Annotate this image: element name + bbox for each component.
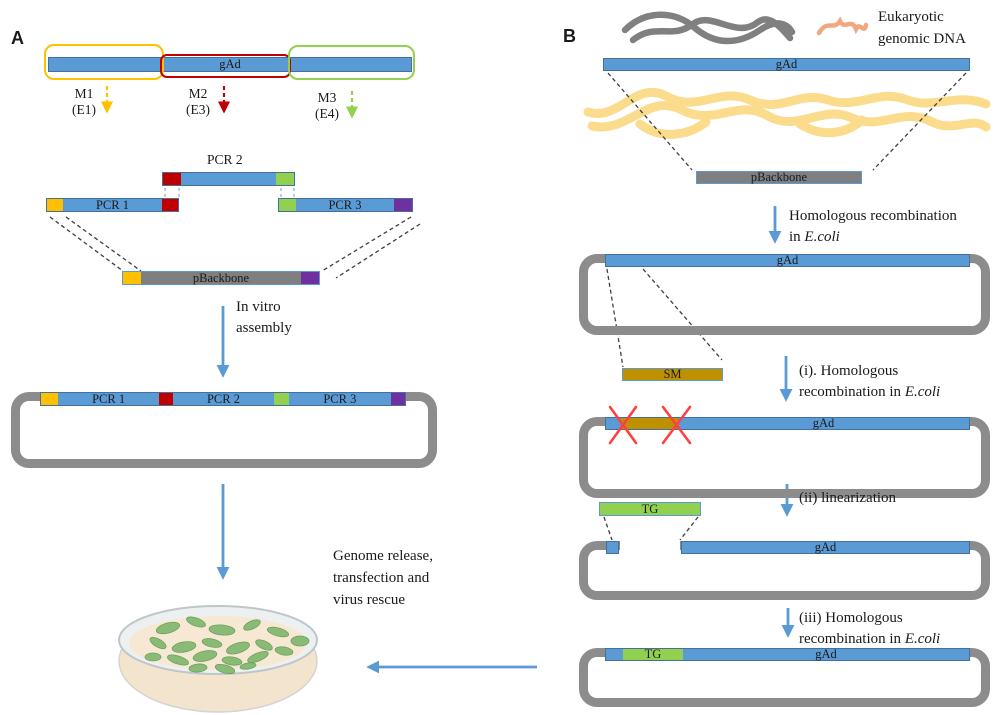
pbackbone-fragment-a: pBackbone (122, 271, 320, 285)
plasmid-pcr2-label: PCR 2 (206, 391, 240, 406)
pcr2-red-end (163, 173, 181, 185)
pcr2-title: PCR 2 (207, 152, 243, 167)
gad-label-a: gAd (219, 57, 241, 72)
plasmid-b3-gad-label: gAd (814, 540, 837, 555)
sm-label: SM (663, 367, 682, 382)
step-i-text: (i). Homologous recombination in E.coli (799, 363, 941, 400)
m3-name: M3 (317, 90, 337, 105)
hr-step-text: Homologous recombination in E.coli (789, 208, 957, 245)
gad-label-b: gAd (775, 57, 798, 72)
plasmid-b3-gap (620, 541, 680, 554)
in-vitro-text: In vitro assembly (236, 299, 292, 336)
mutation-m1: M1 (E1) (72, 86, 96, 118)
fragment-junction-ticks (164, 188, 295, 198)
plasmid-yellow-seg (41, 393, 58, 405)
pbackbone-yellow-end (123, 272, 141, 284)
e4-region-outline (288, 45, 415, 80)
pbackbone-label-b: pBackbone (750, 170, 808, 185)
gad-construct-bar-a: gAd (48, 57, 412, 72)
ecoli-italic-3: E.coli (904, 631, 941, 647)
e3-region-outline (160, 54, 291, 78)
plasmid-b1-gad-label: gAd (776, 253, 799, 268)
plasmid-b4-gad-label: gAd (815, 647, 837, 662)
pbackbone-purple-end (301, 272, 319, 284)
plasmid-pcr1-label: PCR 1 (92, 391, 126, 406)
pcr1-red-end (162, 199, 178, 211)
pbackbone-connectors-b (607, 72, 967, 171)
plasmid-b2-gad-bar: gAd (605, 417, 970, 430)
pcr2-fragment (162, 172, 295, 186)
pbackbone-label-a: pBackbone (192, 270, 250, 285)
gad-bar-b: gAd (603, 58, 970, 71)
plasmid-red-seg (159, 393, 174, 405)
step-iii-text: (iii) Homologous recombination in E.coli (799, 610, 941, 647)
pcr1-label: PCR 1 (95, 197, 129, 212)
plasmid-pcr3-label: PCR 3 (323, 391, 357, 406)
m3-site: (E4) (315, 106, 339, 121)
pcr3-green-end (279, 199, 296, 211)
m2-site: (E3) (186, 102, 210, 117)
eukaryotic-dna-text: Eukaryotic genomic DNA (878, 9, 966, 47)
orange-dna-squiggle (816, 16, 869, 36)
gray-dna-squiggle (621, 11, 796, 45)
ecoli-italic-1: E.coli (804, 229, 840, 245)
pcr3-fragment: PCR 3 (278, 198, 413, 212)
plasmid-green-seg (273, 393, 289, 405)
pcr1-fragment: PCR 1 (46, 198, 179, 212)
plasmid-b3-gad-bar: gAd (681, 541, 970, 554)
ecoli-italic-2: E.coli (904, 384, 941, 400)
petri-dish (118, 605, 318, 713)
m1-name: M1 (74, 86, 94, 101)
pcr1-yellow-end (47, 199, 63, 211)
pcr3-purple-end (394, 199, 412, 211)
pcr3-label: PCR 3 (328, 197, 362, 212)
plasmid-b4-tg-seg: TG (623, 647, 683, 662)
genome-release-text: Genome release, transfection and virus r… (333, 548, 433, 608)
pbackbone-bar-b: pBackbone (696, 171, 862, 184)
pcr3-label-wrap: PCR 3 (296, 199, 394, 211)
panel-b-label: B (563, 26, 576, 46)
m1-site: (E1) (72, 102, 96, 117)
sm-bar: SM (622, 368, 723, 381)
plasmid-b2-gad-label: gAd (812, 416, 835, 431)
plasmid-b2-sm-seg (621, 418, 678, 429)
pbackbone-label-wrap: pBackbone (141, 272, 301, 284)
plasmid-b3-stub (606, 541, 619, 554)
yellow-dna-squiggle (583, 87, 991, 139)
plasmid-b4-tg-label: TG (644, 647, 662, 662)
pcr1-label-wrap: PCR 1 (63, 199, 162, 211)
pcr2-green-end (276, 173, 294, 185)
panel-a-label: A (11, 28, 24, 48)
m2-name: M2 (188, 86, 208, 101)
pbackbone-connectors-a (49, 216, 421, 279)
plasmid-b1-gad-bar: gAd (605, 254, 970, 267)
assembled-plasmid-bar: PCR 1 PCR 2 PCR 3 (40, 392, 406, 406)
tg-connectors (603, 516, 699, 541)
e1-region-outline (44, 44, 164, 80)
mutation-m2: M2 (E3) (186, 86, 210, 118)
plasmid-b4-gad-bar: TG gAd (605, 648, 970, 661)
tg-label: TG (641, 501, 659, 516)
step-ii-text: (ii) linearization (799, 490, 897, 506)
tg-bar: TG (599, 502, 701, 516)
mutation-m3: M3 (E4) (315, 90, 339, 122)
plasmid-purple-seg (391, 393, 405, 405)
